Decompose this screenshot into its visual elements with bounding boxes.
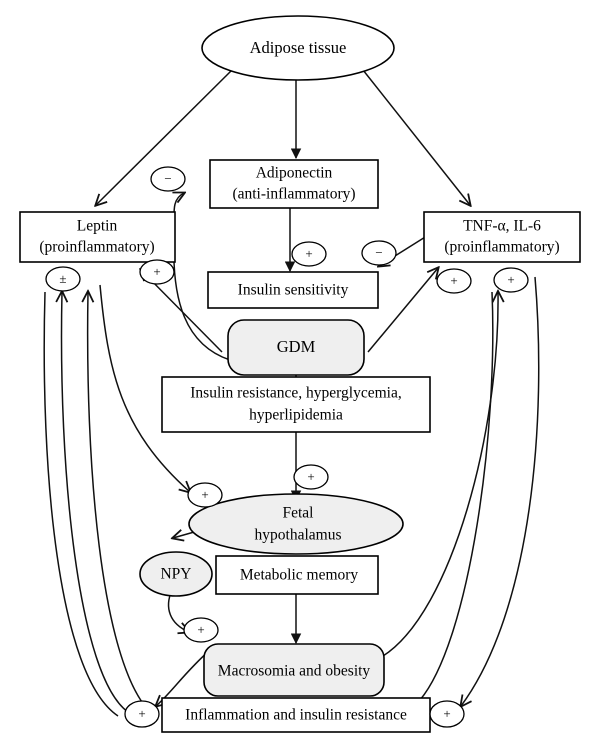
sign-badge-leptin-plusminus: ± bbox=[45, 266, 81, 292]
sign-badge-inflammation-plus-left: + bbox=[124, 700, 160, 728]
minus-badge-label: − bbox=[375, 245, 382, 260]
sign-badge-gdm-leptin-plus: + bbox=[139, 259, 175, 285]
edge-macrosomia-tnf bbox=[382, 292, 498, 657]
edge-adipose-tnf bbox=[362, 69, 470, 205]
plus-badge-ellipse bbox=[187, 482, 223, 508]
sign-badge-adiponectin-minus: − bbox=[150, 166, 186, 192]
minus-badge-label: − bbox=[164, 171, 171, 186]
insulin-resistance-label-line1: Insulin resistance, hyperglycemia, bbox=[190, 385, 401, 402]
adiponectin-label-line1: Adiponectin bbox=[256, 165, 333, 182]
plus-badge-ellipse bbox=[124, 700, 160, 728]
fetal-hypothalamus-label-line2: hypothalamus bbox=[255, 527, 342, 544]
insulin-sensitivity-box bbox=[207, 271, 379, 309]
adipose-tissue-label: Adipose tissue bbox=[250, 38, 347, 57]
npy-label: NPY bbox=[160, 566, 191, 583]
sign-badge-inflammation-plus-right: + bbox=[429, 700, 465, 728]
gdm-box bbox=[227, 319, 365, 376]
edge-tnf-inflammation bbox=[461, 276, 540, 706]
insulin-sensitivity-label: Insulin sensitivity bbox=[238, 282, 349, 299]
node-leptin[interactable]: Leptin (proinflammatory) bbox=[19, 211, 176, 263]
macrosomia-label: Macrosomia and obesity bbox=[218, 663, 371, 680]
tnf-il6-label-line2: (proinflammatory) bbox=[444, 239, 559, 256]
node-gdm[interactable]: GDM bbox=[227, 319, 365, 376]
node-adiponectin[interactable]: Adiponectin (anti-inflammatory) bbox=[209, 159, 379, 209]
node-insulin-resistance-hyperglycemia[interactable]: Insulin resistance, hyperglycemia, hyper… bbox=[161, 376, 431, 433]
edge-inflammation-tnf bbox=[419, 291, 494, 701]
plus-badge-ellipse bbox=[493, 267, 529, 293]
edge-leptin-outer-descender bbox=[43, 291, 119, 717]
sign-badge-layer: − + ± + − + + bbox=[45, 166, 529, 728]
fetal-hypothalamus-ellipse bbox=[188, 493, 404, 555]
metabolic-memory-label: Metabolic memory bbox=[240, 567, 359, 584]
node-tnf-il6[interactable]: TNF-α, IL-6 (proinflammatory) bbox=[423, 211, 581, 263]
plus-badge-ellipse bbox=[429, 700, 465, 728]
leptin-box bbox=[19, 211, 176, 263]
sign-badge-fetal-plus-left: + bbox=[187, 482, 223, 508]
plus-badge-label: + bbox=[305, 246, 312, 261]
node-fetal-hypothalamus[interactable]: Fetal hypothalamus bbox=[188, 493, 404, 555]
plus-badge-ellipse bbox=[183, 617, 219, 643]
minus-badge-ellipse bbox=[150, 166, 186, 192]
edge-macrosomia-leptin bbox=[88, 292, 151, 713]
plus-badge-label: + bbox=[138, 706, 145, 721]
node-adipose-tissue[interactable]: Adipose tissue bbox=[201, 15, 395, 81]
plus-badge-label: + bbox=[201, 487, 208, 502]
gdm-label: GDM bbox=[277, 337, 316, 356]
sign-badge-fetal-plus-top: + bbox=[293, 464, 329, 490]
node-inflammation-insulin-resistance[interactable]: Inflammation and insulin resistance bbox=[161, 697, 431, 733]
plus-badge-label: + bbox=[450, 273, 457, 288]
fetal-hypothalamus-label-line1: Fetal bbox=[283, 505, 314, 522]
adiponectin-label-line2: (anti-inflammatory) bbox=[232, 186, 355, 203]
adipose-tissue-ellipse bbox=[201, 15, 395, 81]
plusminus-badge-ellipse bbox=[45, 266, 81, 292]
leptin-label-line1: Leptin bbox=[77, 218, 118, 235]
sign-badge-tnf-plus-right: + bbox=[493, 267, 529, 293]
sign-badge-tnf-plus-left: + bbox=[436, 268, 472, 294]
plus-badge-ellipse bbox=[139, 259, 175, 285]
tnf-il6-label-line1: TNF-α, IL-6 bbox=[463, 218, 541, 235]
plus-badge-ellipse bbox=[293, 464, 329, 490]
adiponectin-box bbox=[209, 159, 379, 209]
insulin-resistance-box bbox=[161, 376, 431, 433]
node-insulin-sensitivity[interactable]: Insulin sensitivity bbox=[207, 271, 379, 309]
edge-inflammation-leptin bbox=[62, 292, 129, 713]
metabolic-memory-box bbox=[215, 555, 379, 595]
node-npy[interactable]: NPY bbox=[139, 551, 213, 597]
sign-badge-insulin-sensitivity-minus: − bbox=[361, 240, 397, 266]
tnf-il6-box bbox=[423, 211, 581, 263]
plus-badge-label: + bbox=[197, 622, 204, 637]
plus-badge-ellipse bbox=[436, 268, 472, 294]
node-macrosomia-obesity[interactable]: Macrosomia and obesity bbox=[203, 643, 385, 697]
plusminus-badge-label: ± bbox=[59, 271, 66, 286]
plus-badge-label: + bbox=[153, 264, 160, 279]
edge-leptin-fetal-hypothalamus bbox=[99, 284, 190, 492]
plus-badge-label: + bbox=[507, 272, 514, 287]
inflammation-box bbox=[161, 697, 431, 733]
sign-badge-insulin-sensitivity-plus: + bbox=[291, 241, 327, 267]
sign-badge-macrosomia-plus: + bbox=[183, 617, 219, 643]
npy-ellipse bbox=[139, 551, 213, 597]
plus-badge-label: + bbox=[443, 706, 450, 721]
minus-badge-ellipse bbox=[361, 240, 397, 266]
insulin-resistance-label-line2: hyperlipidemia bbox=[249, 407, 343, 424]
leptin-label-line2: (proinflammatory) bbox=[39, 239, 154, 256]
edge-gdm-tnf bbox=[367, 268, 438, 353]
macrosomia-box bbox=[203, 643, 385, 697]
plus-badge-label: + bbox=[307, 469, 314, 484]
node-metabolic-memory[interactable]: Metabolic memory bbox=[215, 555, 379, 595]
edge-adipose-leptin bbox=[96, 69, 233, 205]
plus-badge-ellipse bbox=[291, 241, 327, 267]
inflammation-label: Inflammation and insulin resistance bbox=[185, 707, 407, 724]
